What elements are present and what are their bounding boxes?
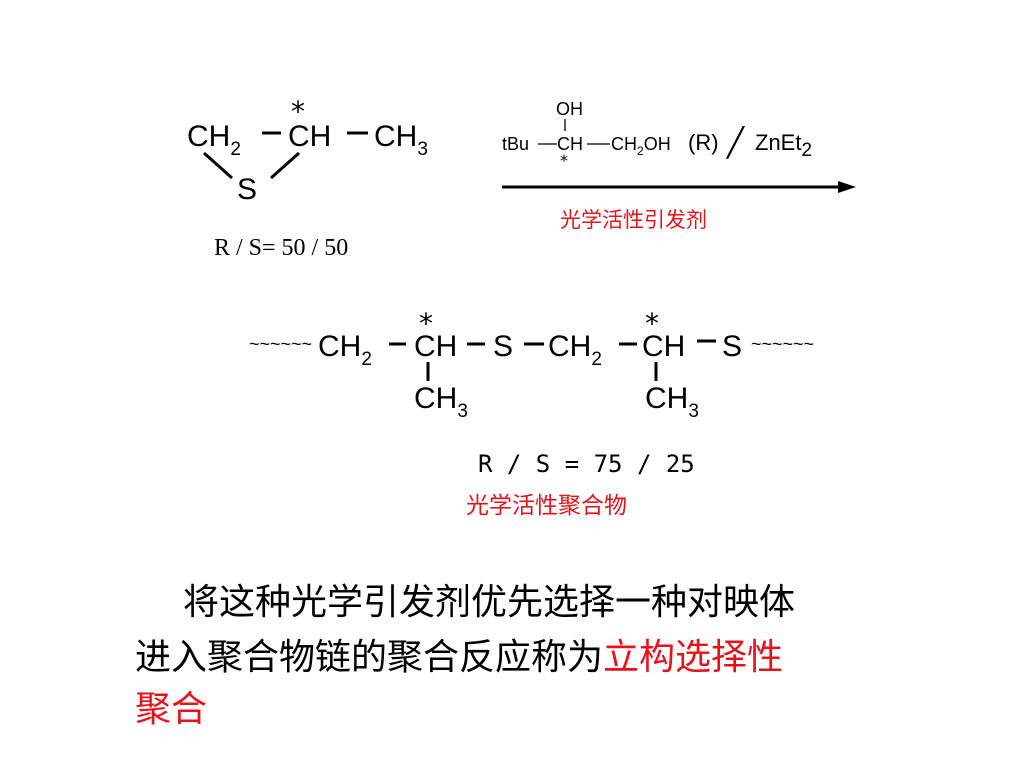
polymer-ratio: R / S = 75 / 25 (478, 450, 695, 478)
initiator-ch2oh: CH2OH (611, 134, 671, 158)
initiator-chiral-star: * (560, 151, 568, 170)
polymer-wavy-left: ~~~~~~ (249, 334, 312, 354)
monomer-s: S (237, 173, 257, 206)
polymer-ch-2: CH (642, 330, 685, 363)
initiator-structure: OH tBu CH CH2OH * (R) ╱ ZnEt2 光学活性引发剂 (502, 99, 856, 232)
monomer-chiral-star: * (291, 95, 305, 128)
polymer-ch2-2: CH2 (548, 330, 602, 370)
paragraph-line-2-plain: 进入聚合物链的聚合反应称为 (135, 637, 603, 678)
polymer-ch2-1: CH2 (318, 330, 372, 370)
monomer-bond-ring-right (270, 151, 300, 180)
polymer-label: 光学活性聚合物 (466, 493, 627, 519)
polymer-ch-1: CH (414, 330, 457, 363)
initiator-slash: ╱ (725, 126, 746, 159)
polymer-s-1: S (493, 330, 513, 363)
initiator-tbu: tBu (502, 134, 529, 154)
initiator-config: (R) (688, 130, 719, 155)
polymer-ch3-2: CH3 (645, 382, 699, 422)
polymer-chiral-star-1: * (419, 307, 433, 340)
polymer-wavy-right: ~~~~~~ (751, 334, 814, 354)
monomer-bond-ring-left (203, 151, 233, 180)
monomer-ch3: CH3 (374, 120, 428, 160)
paragraph-line-3: 聚合 (135, 689, 207, 730)
paragraph-line-1: 将这种光学引发剂优先选择一种对映体 (183, 582, 795, 623)
paragraph-line-2: 进入聚合物链的聚合反应称为立构选择性 (135, 637, 783, 678)
initiator-oh: OH (556, 99, 583, 119)
initiator-label: 光学活性引发剂 (560, 208, 707, 232)
monomer-ratio: R / S= 50 / 50 (214, 235, 348, 261)
initiator-ch: CH (557, 134, 583, 154)
monomer-structure: CH2 * CH CH3 S R / S= 50 / 50 (187, 95, 428, 261)
monomer-ch: CH (288, 120, 331, 153)
polymer-ch3-1: CH3 (414, 382, 468, 422)
polymer-s-2: S (722, 330, 742, 363)
polymer-structure: ~~~~~~ CH2 * CH S CH2 * CH S ~~~~~~ CH3 … (249, 307, 814, 519)
initiator-znet2: ZnEt2 (755, 130, 812, 161)
paragraph-term-highlight: 立构选择性 (603, 637, 783, 678)
reaction-arrow-head (838, 181, 856, 193)
monomer-ch2: CH2 (187, 120, 241, 160)
explanation-paragraph: 将这种光学引发剂优先选择一种对映体 进入聚合物链的聚合反应称为立构选择性 聚合 (135, 582, 795, 730)
polymer-chiral-star-2: * (645, 307, 659, 340)
